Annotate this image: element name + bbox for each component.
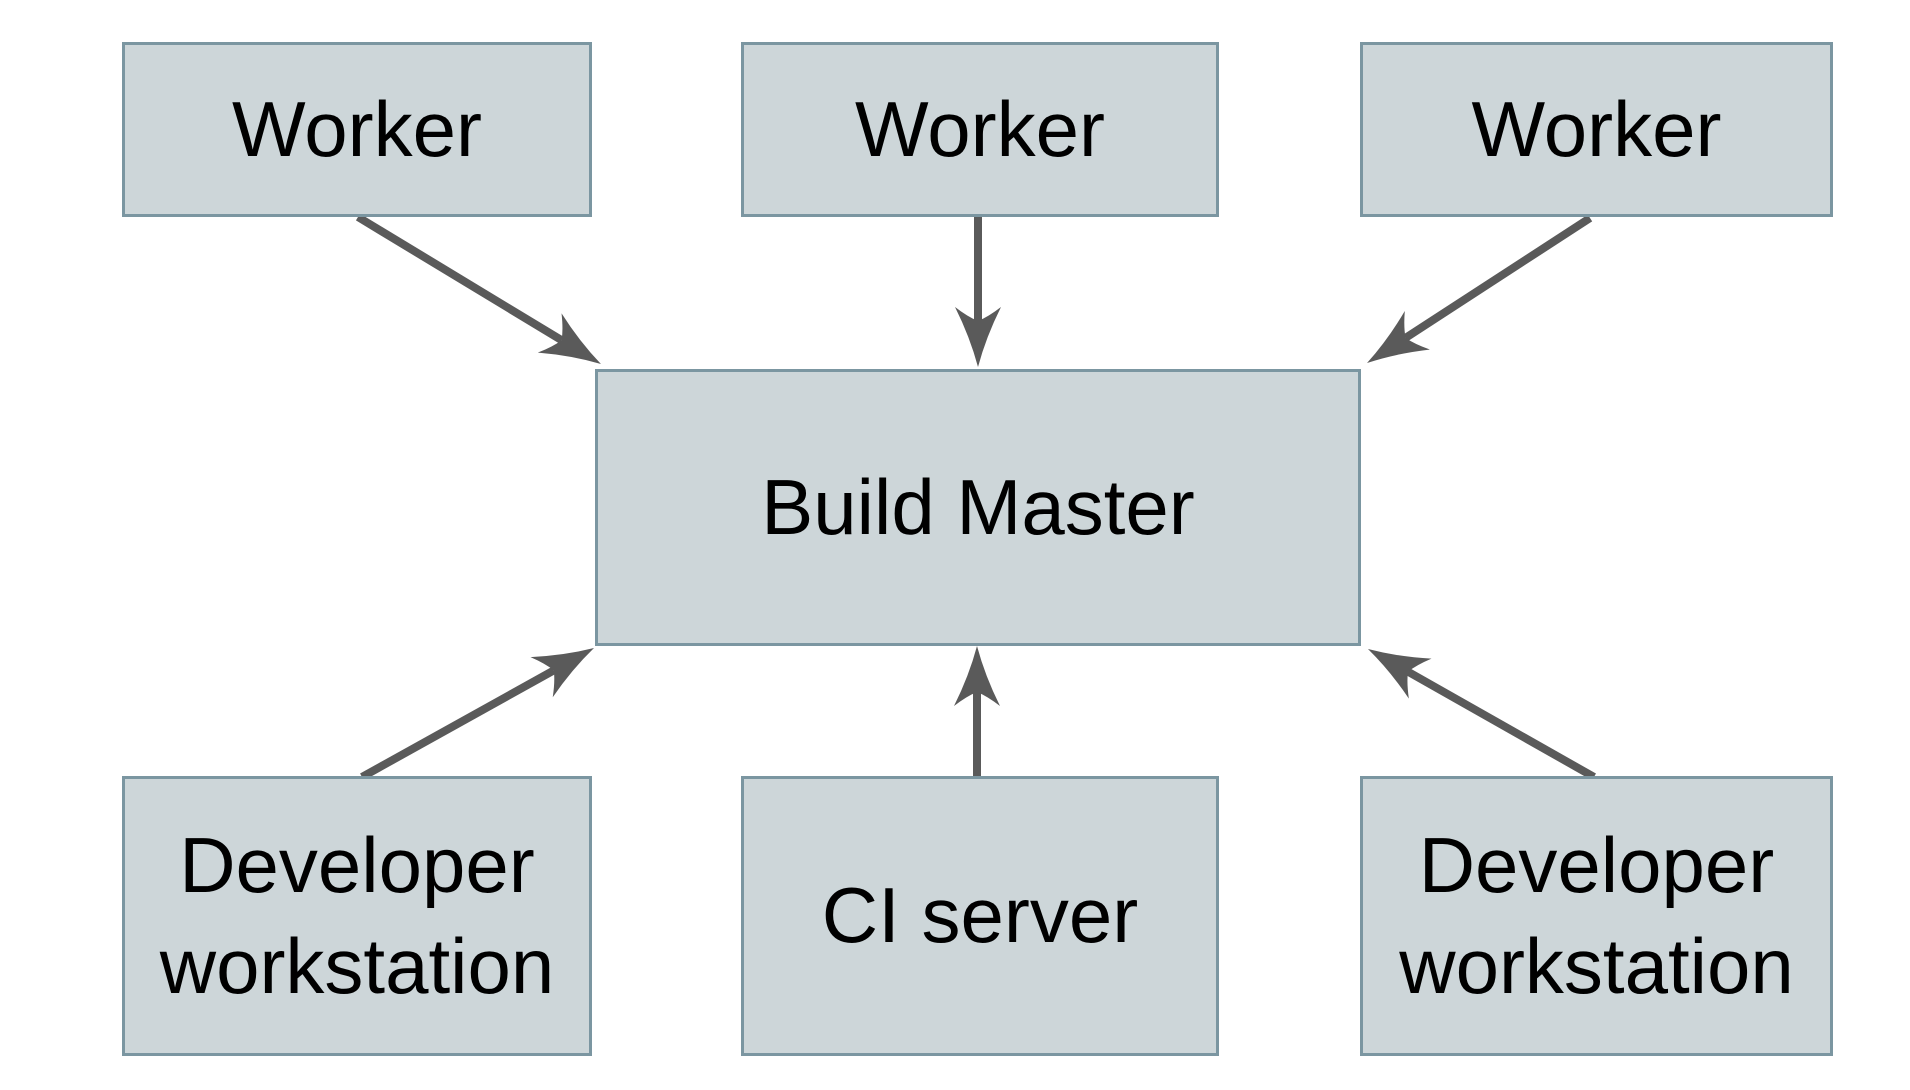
node-worker-3: Worker	[1360, 42, 1833, 217]
arrow-worker-1-to-build-master	[355, 213, 601, 365]
node-worker-1: Worker	[122, 42, 592, 217]
arrow-developer-workstation-right-to-build-master	[1367, 649, 1596, 781]
arrow-developer-workstation-left-to-build-master	[360, 648, 595, 781]
node-developer-workstation-right: Developer workstation	[1360, 776, 1833, 1056]
node-label-developer-workstation-left: Developer workstation	[159, 820, 555, 1010]
node-worker-2: Worker	[741, 42, 1219, 217]
node-label-worker-2: Worker	[855, 84, 1105, 173]
node-label-worker-1: Worker	[232, 84, 482, 173]
node-label-worker-3: Worker	[1471, 84, 1722, 173]
node-ci-server: CI server	[741, 776, 1219, 1056]
arrow-worker-3-to-build-master	[1367, 214, 1593, 363]
node-label-ci-server: CI server	[821, 871, 1139, 960]
node-developer-workstation-left: Developer workstation	[122, 776, 592, 1056]
node-build-master: Build Master	[595, 369, 1361, 646]
node-label-build-master: Build Master	[761, 462, 1195, 551]
node-label-developer-workstation-right: Developer workstation	[1399, 820, 1794, 1010]
